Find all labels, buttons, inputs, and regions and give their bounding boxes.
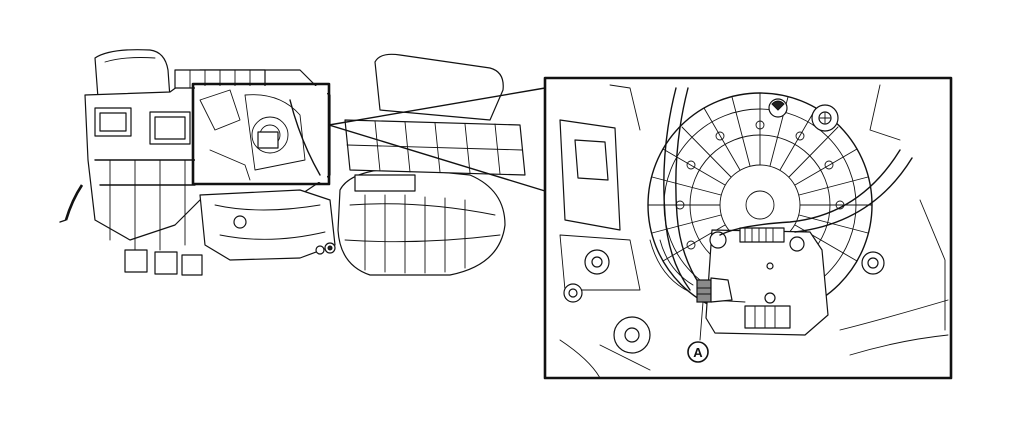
- harness-connector: [696, 277, 733, 303]
- detail-view: A: [543, 76, 953, 380]
- zoom-connector-lines: [328, 87, 546, 192]
- source-box-detail: [195, 86, 327, 182]
- callout-a-leader: [699, 301, 704, 341]
- zoom-source-box: [191, 82, 331, 186]
- mounting-screws: [563, 98, 885, 354]
- callout-a: A: [687, 341, 709, 363]
- callout-a-label: A: [693, 345, 703, 360]
- wire-harness: [649, 87, 913, 293]
- actuator-motor: [705, 227, 829, 336]
